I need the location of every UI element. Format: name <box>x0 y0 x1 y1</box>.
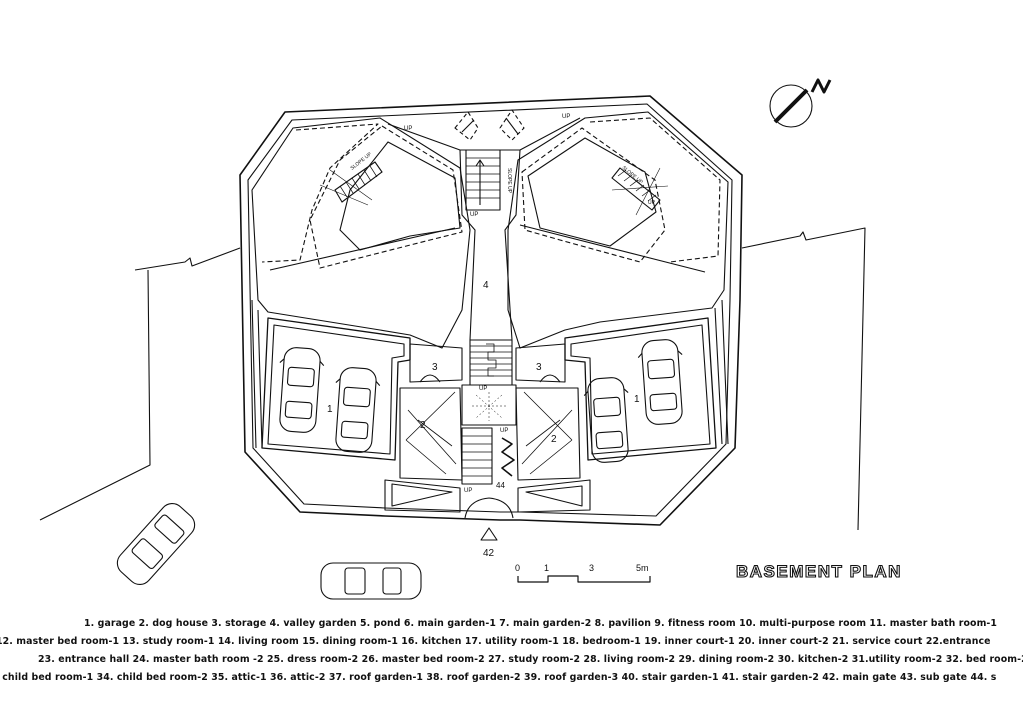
scale-tick-0: 0 <box>515 563 520 573</box>
label-up-stair-right: UP <box>500 428 508 434</box>
left-wing-garden <box>251 117 471 349</box>
doghouse-left-diag <box>405 391 457 475</box>
left-wing-upper-dashed <box>261 123 379 263</box>
right-wing-inner-dashed <box>521 127 666 263</box>
label-up-top-right: UP <box>562 114 570 120</box>
right-stair <box>611 167 661 211</box>
right-wing-court <box>527 137 657 247</box>
label-slope-right: SLOPE UP <box>621 165 645 186</box>
outer-wall <box>239 95 743 526</box>
garage-left-wall <box>251 299 263 449</box>
court-star <box>472 392 506 421</box>
central-stair-treads <box>466 157 500 199</box>
top-corridor <box>387 117 581 151</box>
car-outside-diagonal <box>116 502 196 586</box>
left-stair <box>334 161 383 203</box>
car-outside-horizontal <box>320 562 422 600</box>
gate-marker-triangle <box>480 527 498 541</box>
central-arrow-up <box>475 159 485 205</box>
label-up-court: UP <box>470 212 478 218</box>
left-stair-cross <box>319 169 373 206</box>
north-arrow-needle <box>773 88 809 124</box>
pond-right <box>499 109 525 141</box>
left-stair-treads <box>339 165 378 198</box>
central-valley-right <box>504 149 521 341</box>
gate-wing-right <box>517 479 591 513</box>
scale-tick-1: 1 <box>544 563 549 573</box>
entry-stair-treads <box>462 435 492 477</box>
central-valley-left <box>459 149 476 341</box>
garage-right-inner <box>570 324 711 455</box>
car-garage-right-1 <box>583 377 629 463</box>
label-up-gate-left: UP <box>464 488 472 494</box>
label-up-top-left: UP <box>404 126 412 132</box>
label-storage-left: 3 <box>432 362 438 373</box>
north-arrow-n-glyph <box>810 78 832 94</box>
label-storage-right: 3 <box>536 362 542 373</box>
label-stair: 44 <box>496 481 505 490</box>
legend-line-4: 33. child bed room-1 34. child bed room-… <box>0 672 997 683</box>
scale-tick-5m: 5m <box>636 563 649 573</box>
label-up-l-small: UP <box>648 200 656 206</box>
site-boundary-left <box>134 247 241 271</box>
gate-wing-left <box>384 479 461 513</box>
legend-line-1: 1. garage 2. dog house 3. storage 4. val… <box>84 618 998 629</box>
label-slope-top: SLOPE UP <box>506 168 512 194</box>
site-boundary-left-lower <box>39 269 151 521</box>
label-up-center: UP <box>479 386 487 392</box>
right-diag-path <box>519 224 706 273</box>
right-wing-garden <box>507 111 729 349</box>
label-garage-right: 1 <box>634 394 640 405</box>
label-main-gate: 42 <box>483 548 495 559</box>
storage-left <box>409 343 463 383</box>
storage-right <box>515 343 566 383</box>
gate-wing-right-tri <box>525 485 583 507</box>
garage-left-inner <box>267 324 405 455</box>
label-doghouse-left: 2 <box>420 420 426 431</box>
center-stair-zigzag <box>486 343 497 377</box>
storage-left-door <box>419 374 441 383</box>
site-boundary-right <box>741 227 866 531</box>
legend-line-2: 12. master bed room-1 13. study room-1 1… <box>0 636 991 647</box>
main-gate-doors <box>464 497 514 519</box>
central-court <box>461 384 517 426</box>
entry-stair <box>461 427 493 485</box>
doghouse-right-diag <box>521 391 573 475</box>
doghouse-left <box>399 387 463 481</box>
scale-bar <box>517 575 651 583</box>
center-stair-block <box>469 339 513 386</box>
label-slope-left: SLOPE UP <box>350 151 374 172</box>
label-valley: 4 <box>483 280 489 291</box>
legend-line-3: 23. entrance hall 24. master bath room -… <box>38 654 1023 665</box>
pond-left <box>454 111 479 141</box>
left-wing-inner-dashed <box>309 125 463 269</box>
gate-wing-left-tri <box>391 483 453 507</box>
entry-stair-zigzag <box>501 437 515 477</box>
left-wing-court <box>339 141 461 251</box>
pond-mid <box>461 117 519 135</box>
north-arrow-circle <box>769 84 813 128</box>
left-diag-path <box>269 227 456 271</box>
plan-title: BASEMENT PLAN <box>735 561 902 581</box>
right-stair-cross <box>611 167 669 216</box>
garage-right-wall <box>714 299 729 445</box>
doghouse-right <box>515 387 581 481</box>
north-label: N <box>0 0 1 1</box>
storage-right-door <box>539 374 561 383</box>
scale-tick-3: 3 <box>589 563 594 573</box>
car-garage-left-1 <box>279 347 325 433</box>
right-wing-upper-dashed <box>589 117 721 263</box>
car-garage-right-2 <box>637 339 683 425</box>
center-stair-treads <box>470 345 512 377</box>
central-stair-top <box>465 149 501 211</box>
label-doghouse-right: 2 <box>551 434 557 445</box>
label-garage-left: 1 <box>327 404 333 415</box>
car-garage-left-2 <box>335 367 381 453</box>
